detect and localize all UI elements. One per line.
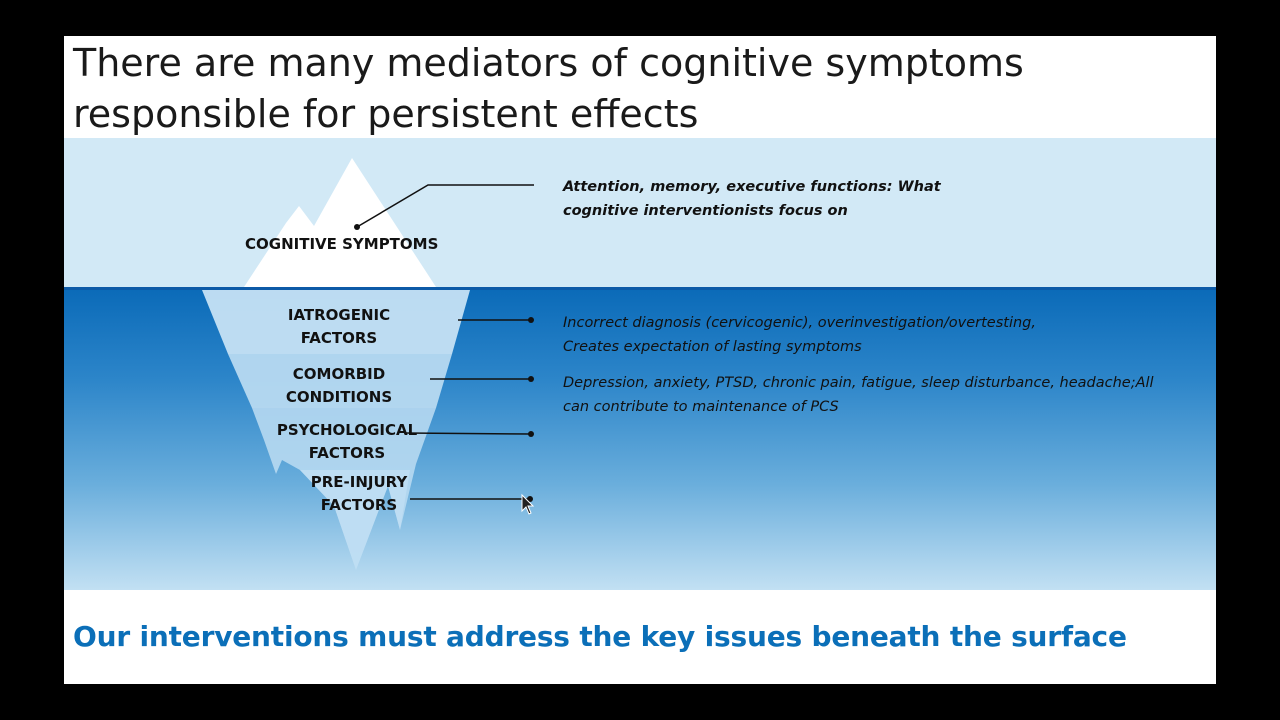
leader-dot-iatrogenic [528, 317, 534, 323]
leader-dots [354, 224, 534, 502]
leader-line-psychological [403, 432, 532, 435]
label-iatrogenic-line2: FACTORS [300, 329, 378, 347]
note-cognitive: Attention, memory, executive functions: … [563, 176, 941, 223]
label-psychological-line1: PSYCHOLOGICAL [276, 421, 418, 439]
iceberg-layer-comorbid [228, 354, 452, 408]
waterline [64, 287, 1216, 290]
note-iatrogenic-line2: Creates expectation of lasting symptoms [563, 338, 862, 355]
note-iatrogenic: Incorrect diagnosis (cervicogenic), over… [563, 312, 1036, 359]
label-preinjury-factors: PRE-INJURY FACTORS [279, 471, 439, 517]
label-iatrogenic-line1: IATROGENIC [287, 306, 391, 324]
label-psychological-line2: FACTORS [308, 444, 386, 462]
note-comorbid-line1: Depression, anxiety, PTSD, chronic pain,… [563, 375, 1154, 391]
leader-line-cognitive [356, 184, 534, 228]
label-comorbid-line1: COMORBID [292, 365, 386, 383]
note-comorbid-line2: can contribute to maintenance of PCS [563, 398, 839, 415]
slide-title: There are many mediators of cognitive sy… [73, 38, 1203, 140]
iceberg-tip [244, 158, 436, 287]
leader-lines [356, 184, 534, 500]
note-cognitive-line1: Attention, memory, executive functions: … [563, 179, 941, 195]
sky-band [64, 138, 1216, 288]
label-comorbid-conditions: COMORBID CONDITIONS [259, 363, 419, 409]
slide: There are many mediators of cognitive sy… [64, 36, 1216, 684]
iceberg-layer-iatrogenic [202, 290, 470, 354]
leader-dot-cognitive [354, 224, 360, 230]
note-comorbid: Depression, anxiety, PTSD, chronic pain,… [563, 372, 1154, 419]
iceberg-layer-preinjury [300, 470, 410, 570]
label-iatrogenic-factors: IATROGENIC FACTORS [259, 304, 419, 350]
note-iatrogenic-line1: Incorrect diagnosis (cervicogenic), over… [563, 315, 1036, 331]
slide-title-line2: responsible for persistent effects [73, 92, 699, 136]
label-psychological-factors: PSYCHOLOGICAL FACTORS [267, 419, 427, 465]
note-cognitive-line2: cognitive interventionists focus on [563, 202, 848, 219]
label-preinjury-line1: PRE-INJURY [310, 473, 408, 491]
leader-dot-preinjury [527, 496, 533, 502]
slide-title-line1: There are many mediators of cognitive sy… [73, 41, 1024, 85]
leader-dot-psychological [528, 431, 534, 437]
iceberg-diagram [202, 158, 535, 570]
leader-dot-comorbid [528, 376, 534, 382]
mouse-cursor-icon [521, 493, 535, 515]
label-cognitive-symptoms: COGNITIVE SYMPTOMS [245, 235, 439, 253]
takeaway-text: Our interventions must address the key i… [73, 620, 1127, 653]
label-preinjury-line2: FACTORS [320, 496, 398, 514]
label-comorbid-line2: CONDITIONS [285, 388, 393, 406]
